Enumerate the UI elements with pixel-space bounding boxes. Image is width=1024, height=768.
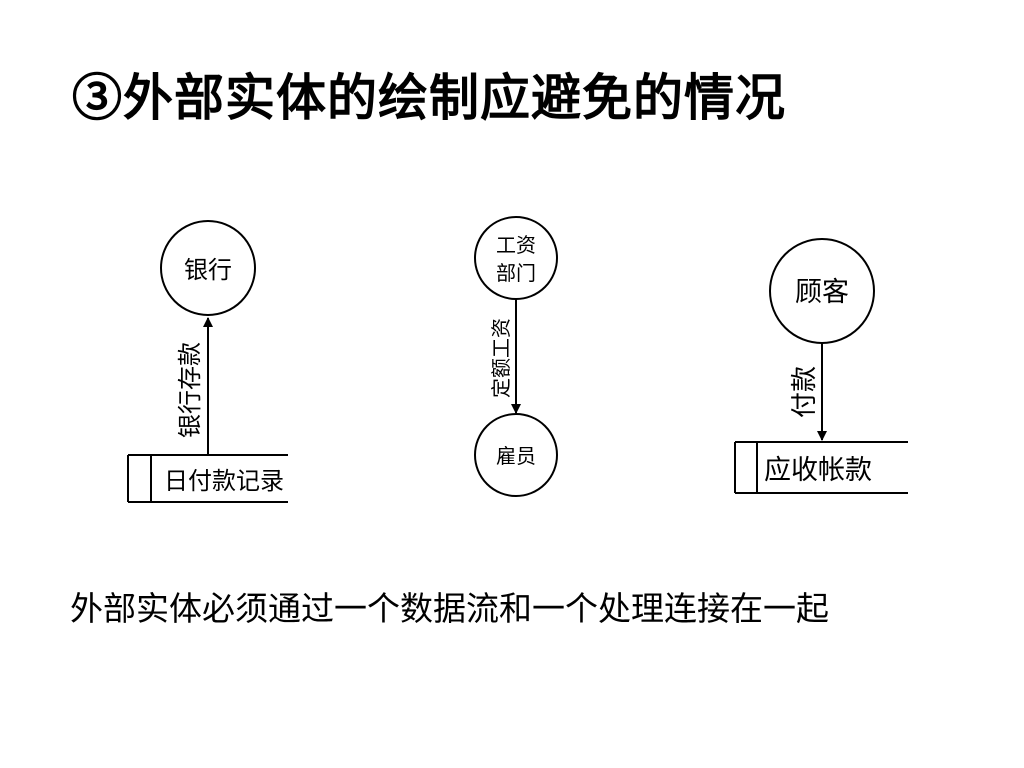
flow-label: 付款 [790,366,820,418]
entity-label: 银行 [184,256,232,284]
flow-label: 定额工资 [489,318,513,398]
entity-circle [160,220,256,316]
store-label: 日付款记录 [164,467,284,495]
source-label-line1: 工资 [496,233,536,257]
slide-title: ③外部实体的绘制应避免的情况 [72,68,786,127]
slide-caption: 外部实体必须通过一个数据流和一个处理连接在一起 [70,589,829,628]
store-label: 应收帐款 [764,455,872,486]
source-circle [474,216,558,300]
target-label: 雇员 [496,444,536,468]
source-label-line2: 部门 [496,261,536,285]
example-1: 银行 银行存款 日付款记录 [127,220,288,503]
entity-label: 顾客 [795,277,849,308]
example-2: 工资 部门 定额工资 雇员 [474,216,558,497]
data-store [734,441,908,494]
data-store [127,454,288,503]
example-3: 顾客 付款 应收帐款 [734,238,908,494]
target-circle [474,413,558,497]
flow-label: 银行存款 [176,342,204,438]
